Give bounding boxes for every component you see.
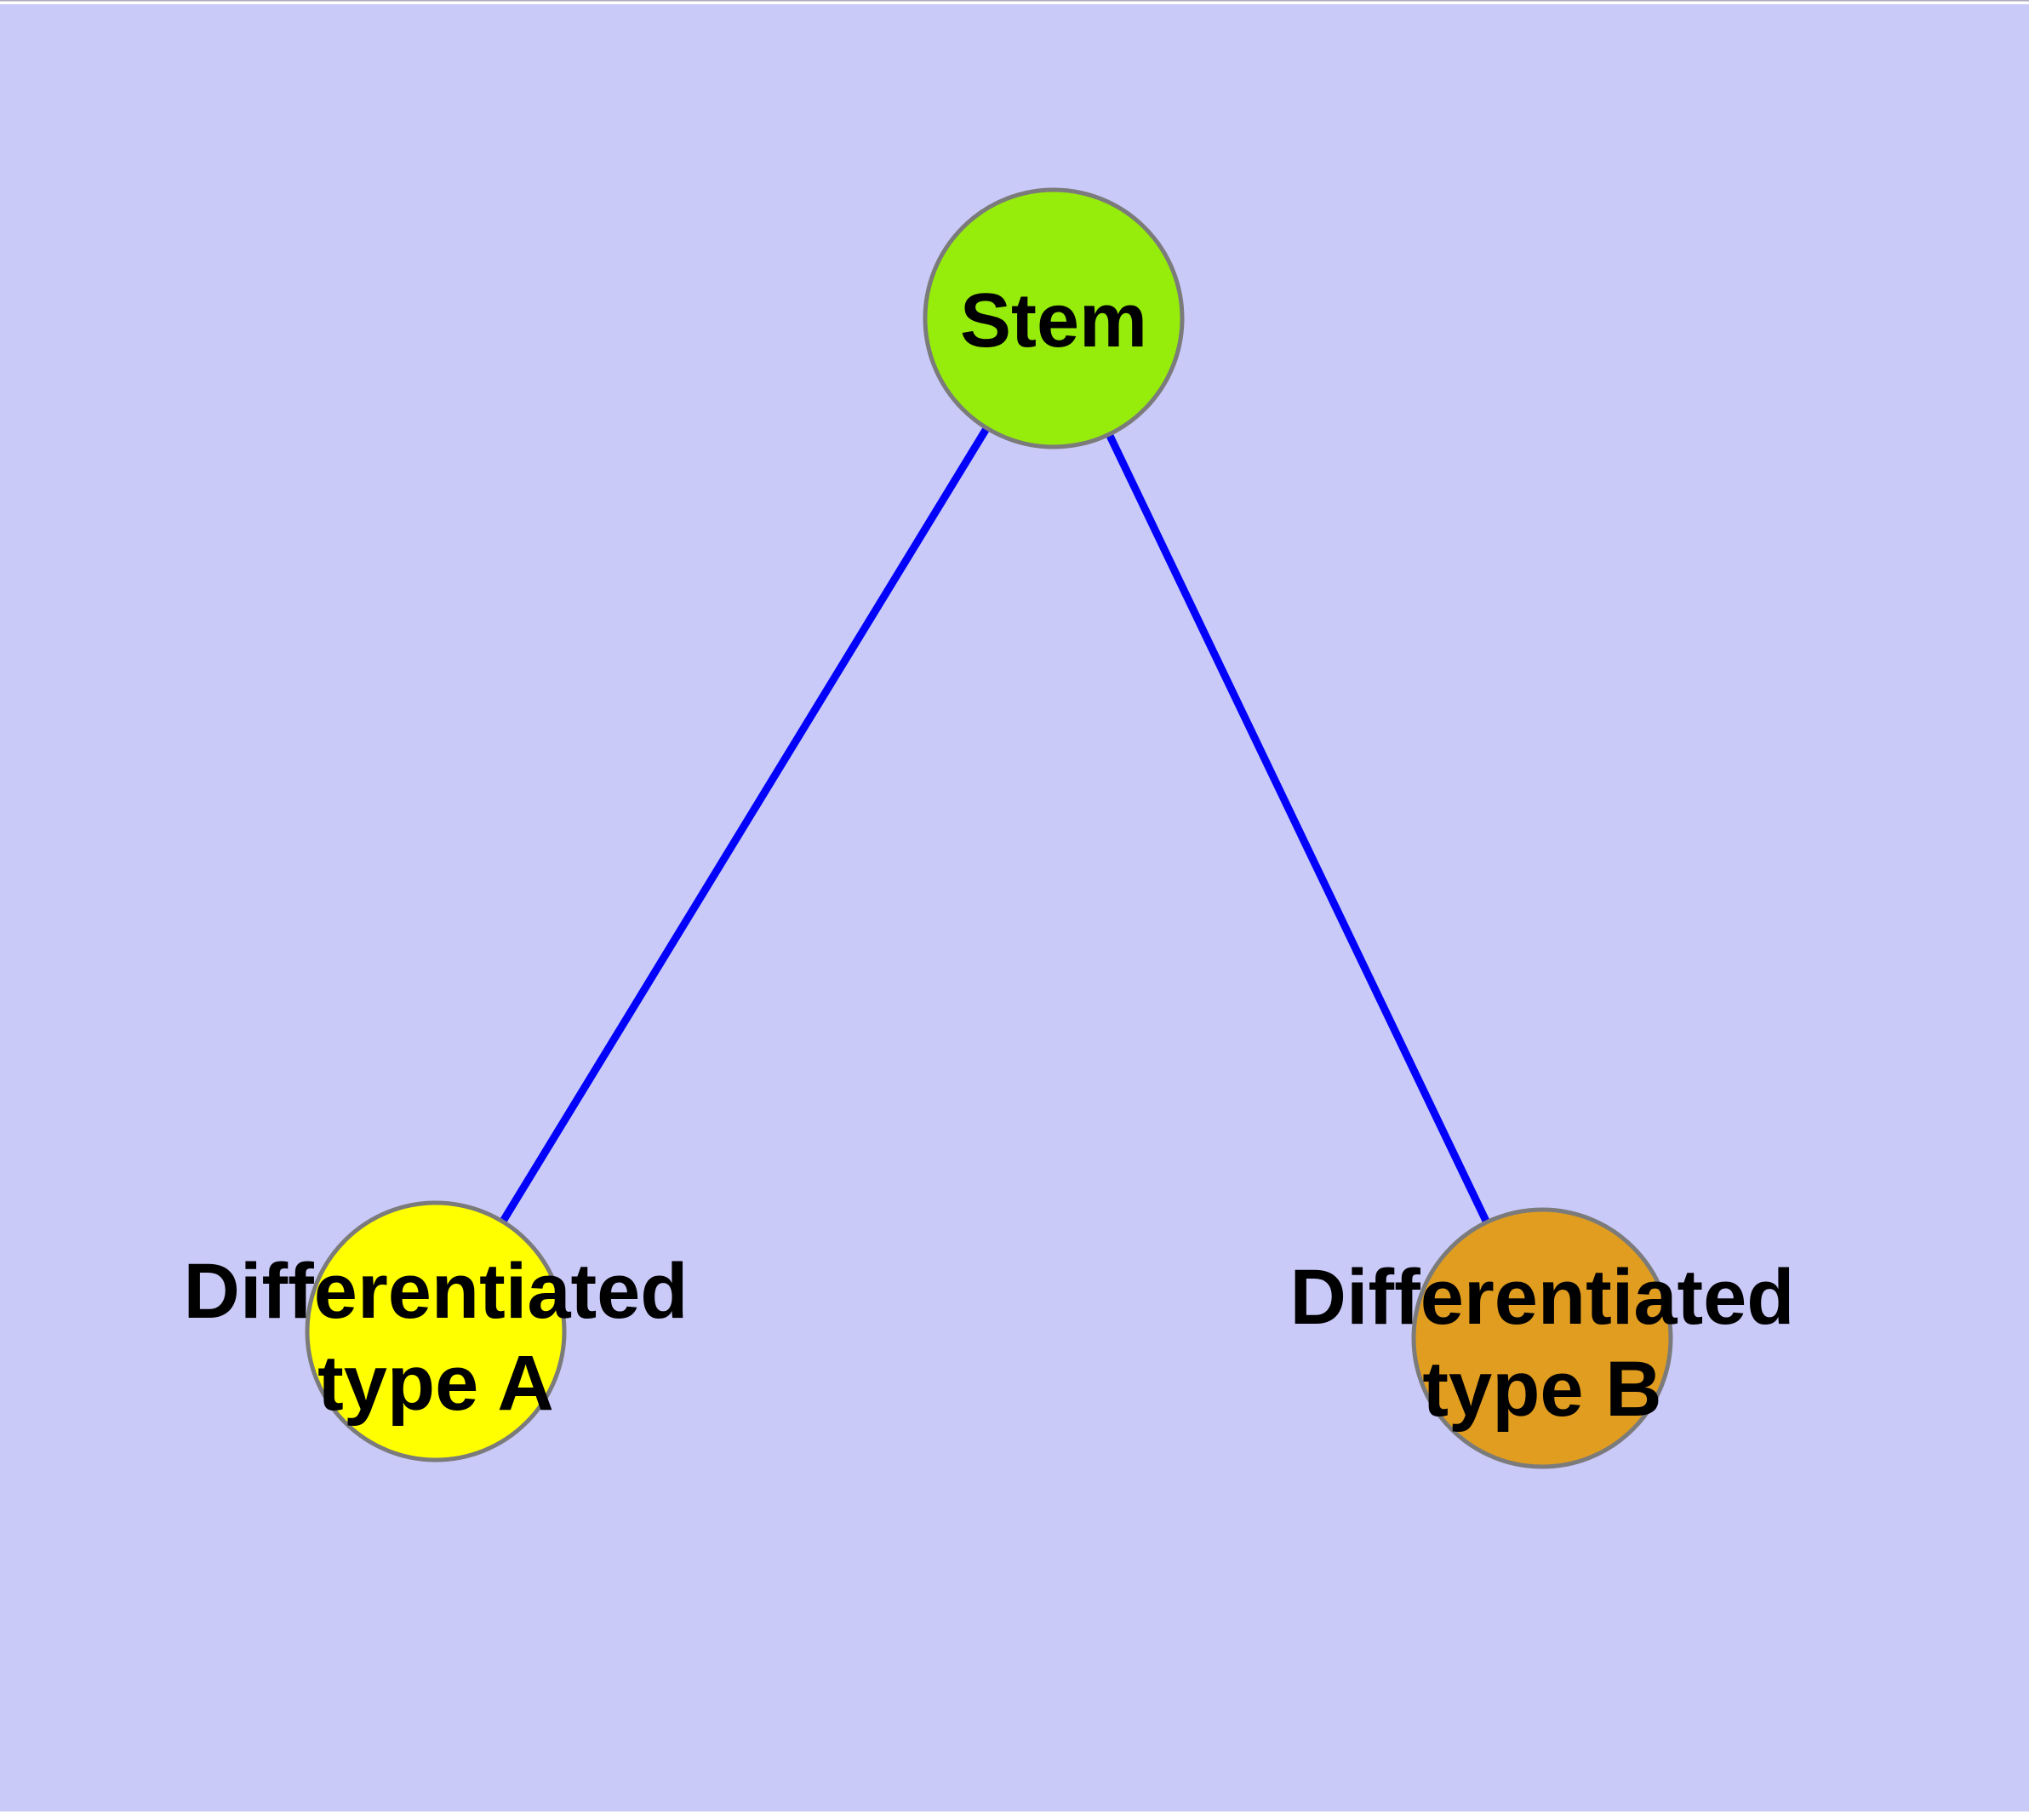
node-differentiated-type-a-circle	[305, 1200, 567, 1462]
node-differentiated-type-a-label-line2: type A	[317, 1340, 554, 1427]
node-differentiated-type-b-circle	[1411, 1207, 1673, 1469]
node-differentiated-type-a-label-line1: Differentiated	[184, 1248, 689, 1335]
node-stem-label: Stem	[960, 278, 1147, 363]
node-stem: Stem	[923, 187, 1185, 449]
top-hairline	[0, 0, 2029, 2]
node-differentiated-type-a: Differentiated type A	[184, 1200, 689, 1462]
node-differentiated-type-b-label-line2: type B	[1422, 1346, 1661, 1433]
edge-stem-to-type-b	[1049, 317, 1546, 1340]
node-differentiated-type-b-label-line1: Differentiated	[1290, 1254, 1795, 1341]
node-differentiated-type-b: Differentiated type B	[1290, 1207, 1795, 1469]
edge-stem-to-type-a	[432, 316, 1057, 1334]
node-stem-circle	[923, 187, 1185, 449]
